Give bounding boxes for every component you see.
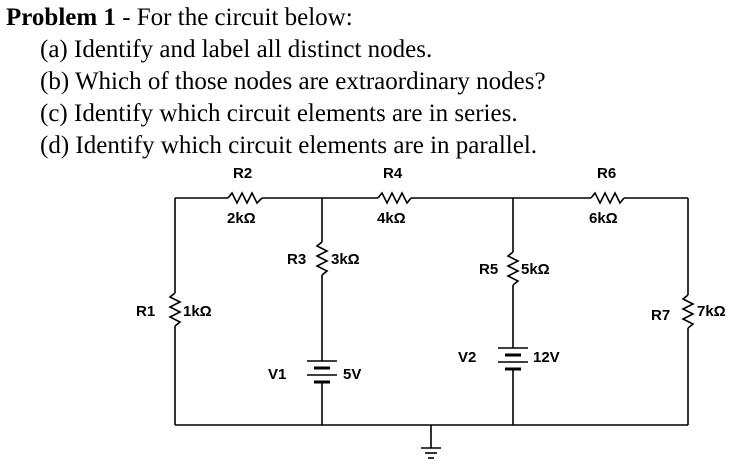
resistor-r2 xyxy=(227,191,263,205)
label-r5-name: R5 xyxy=(479,261,498,278)
resistor-r4 xyxy=(377,191,412,205)
problem-heading: Problem 1 xyxy=(6,4,116,31)
label-v1-name: V1 xyxy=(268,366,286,383)
resistor-r1 xyxy=(168,292,182,327)
label-v1-value: 5V xyxy=(343,366,361,383)
label-r3-name: R3 xyxy=(287,251,306,268)
label-r1-name: R1 xyxy=(136,303,155,320)
label-v2-name: V2 xyxy=(458,349,476,366)
problem-part-a: (a) Identify and label all distinct node… xyxy=(40,36,433,63)
resistor-r6 xyxy=(590,191,625,205)
label-r3-value: 3kΩ xyxy=(331,251,360,268)
label-r2-value: 2kΩ xyxy=(227,210,256,227)
label-r6-value: 6kΩ xyxy=(589,210,618,227)
resistor-r3 xyxy=(315,241,329,276)
label-v2-value: 12V xyxy=(533,349,560,366)
label-r4-value: 4kΩ xyxy=(377,210,406,227)
label-r5-value: 5kΩ xyxy=(521,261,550,278)
label-r4-name: R4 xyxy=(383,165,403,182)
problem-statement: Problem 1 - For the circuit below: (a) I… xyxy=(6,2,546,162)
label-r2-name: R2 xyxy=(233,165,252,182)
label-r7-value: 7kΩ xyxy=(697,303,726,320)
problem-intro: - For the circuit below: xyxy=(115,4,353,31)
resistor-r5 xyxy=(506,251,520,286)
problem-title-line: Problem 1 - For the circuit below: xyxy=(6,2,546,34)
problem-part-c: (c) Identify which circuit elements are … xyxy=(40,100,518,127)
problem-part-d: (d) Identify which circuit elements are … xyxy=(40,132,538,159)
resistor-r7 xyxy=(681,294,695,329)
problem-part-b: (b) Which of those nodes are extraordina… xyxy=(40,68,546,95)
label-r7-name: R7 xyxy=(651,307,670,324)
label-r1-value: 1kΩ xyxy=(183,303,212,320)
label-r6-name: R6 xyxy=(597,165,616,182)
